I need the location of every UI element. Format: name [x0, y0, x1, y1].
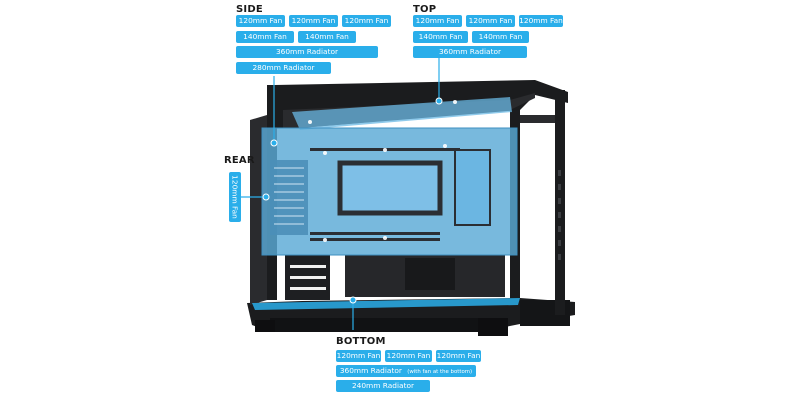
- rear-anchor-dot: [262, 193, 270, 201]
- side-heading: SIDE: [236, 4, 263, 15]
- side-fan-120-2: 120mm Fan: [289, 15, 338, 27]
- side-anchor-dot: [270, 139, 278, 147]
- top-fan-120-1: 120mm Fan: [413, 15, 462, 27]
- side-radiator-360: 360mm Radiator: [236, 46, 378, 58]
- bottom-heading: BOTTOM: [336, 336, 386, 347]
- top-radiator-360: 360mm Radiator: [413, 46, 527, 58]
- top-anchor-dot: [435, 97, 443, 105]
- top-fan-120-3: 120mm Fan: [519, 15, 563, 27]
- rear-fan-120: 120mm Fan: [229, 172, 241, 222]
- side-fan-120-1: 120mm Fan: [236, 15, 285, 27]
- side-fan-140-2: 140mm Fan: [298, 31, 356, 43]
- bottom-radiator-zone: [252, 298, 520, 310]
- bottom-radiator-240: 240mm Radiator: [336, 380, 430, 392]
- side-vents: [558, 170, 561, 260]
- motherboard-cutout: [337, 160, 443, 216]
- rear-fan-120-label: 120mm Fan: [230, 175, 240, 219]
- rear-fan-grill: [274, 167, 304, 225]
- bottom-fan-120-1: 120mm Fan: [336, 350, 381, 362]
- top-radiator-zone: [292, 97, 512, 130]
- top-fan-140-1: 140mm Fan: [413, 31, 468, 43]
- rear-fan-zone: [270, 160, 308, 235]
- bottom-radiator-360-label: 360mm Radiator: [339, 366, 402, 375]
- top-fan-140-2: 140mm Fan: [472, 31, 529, 43]
- bottom-fan-120-2: 120mm Fan: [385, 350, 432, 362]
- rear-heading: REAR: [224, 155, 255, 166]
- case-foot-right: [478, 318, 508, 336]
- bottom-anchor-dot: [349, 296, 357, 304]
- side-fan-140-1: 140mm Fan: [236, 31, 294, 43]
- bottom-radiator-360: 360mm Radiator (with fan at the bottom): [336, 365, 476, 377]
- bottom-fan-120-3: 120mm Fan: [436, 350, 481, 362]
- top-fan-120-2: 120mm Fan: [466, 15, 515, 27]
- case-foot-left: [255, 320, 275, 332]
- side-fan-120-3: 120mm Fan: [342, 15, 391, 27]
- bottom-radiator-360-note: (with fan at the bottom): [407, 369, 473, 375]
- top-heading: TOP: [413, 4, 437, 15]
- side-radiator-280: 280mm Radiator: [236, 62, 331, 74]
